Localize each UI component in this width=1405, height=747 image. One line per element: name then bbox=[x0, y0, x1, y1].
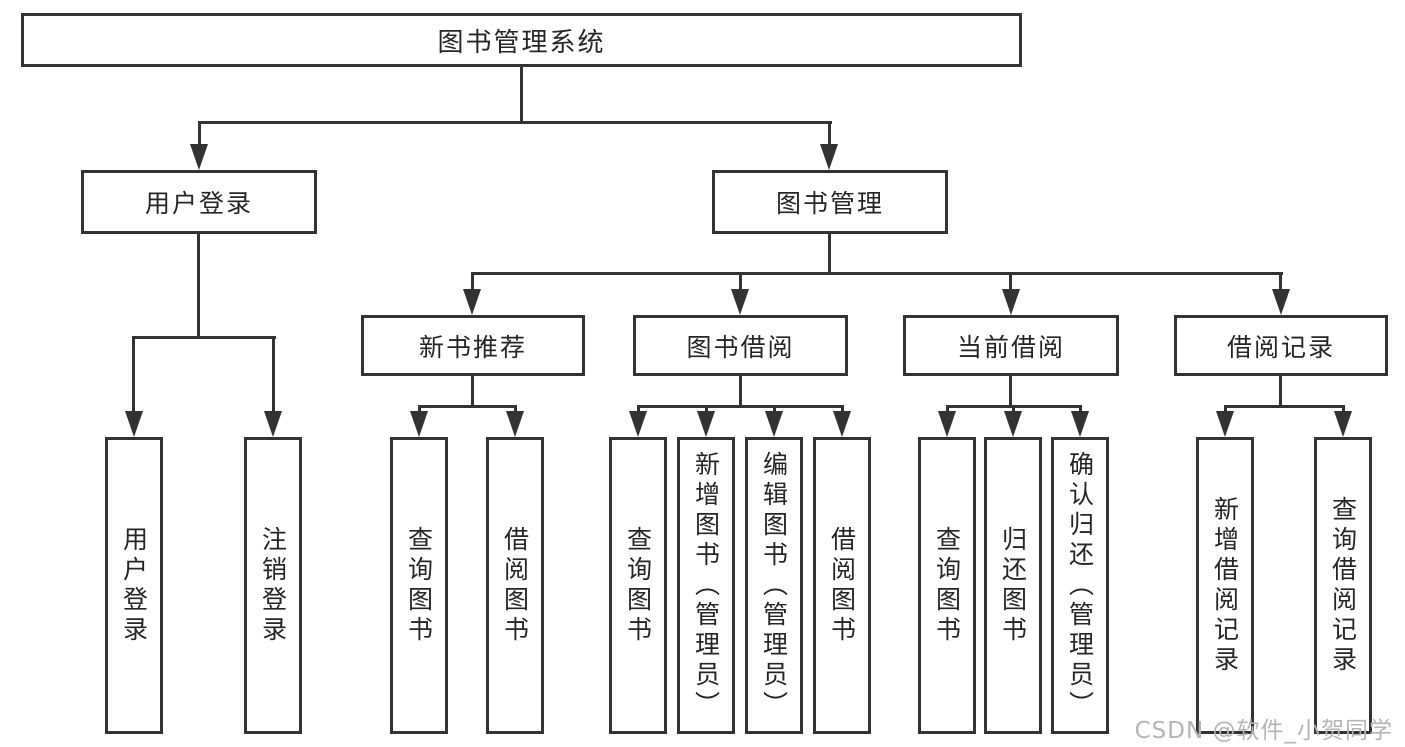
leaf-borrow-books-2: 借阅图书 bbox=[813, 437, 871, 734]
connector-to-book-management bbox=[828, 121, 831, 149]
node-label: 图书管理 bbox=[775, 189, 884, 218]
node-label: 新书推荐 bbox=[418, 332, 527, 362]
connector-to-user-login-leaf bbox=[132, 336, 135, 413]
connector-new-book-recommend-hline bbox=[418, 405, 517, 408]
arrow-down-icon bbox=[190, 144, 208, 170]
arrow-down-icon bbox=[629, 411, 647, 437]
node-label: 当前借阅 bbox=[956, 332, 1065, 362]
leaf-edit-books-admin: 编辑图书（管理员） bbox=[745, 437, 803, 734]
node-new-book-recommend: 新书推荐 bbox=[361, 315, 585, 376]
node-current-borrow: 当前借阅 bbox=[903, 315, 1119, 376]
leaf-label: 借阅图书 bbox=[827, 525, 857, 646]
connector-root-hline bbox=[198, 121, 832, 124]
node-label: 图书借阅 bbox=[686, 332, 795, 362]
leaf-borrow-books-1: 借阅图书 bbox=[486, 437, 544, 734]
connector-to-new-book-recommend bbox=[471, 272, 474, 292]
arrow-down-icon bbox=[1002, 289, 1020, 315]
arrow-down-icon bbox=[697, 411, 715, 437]
leaf-label: 用户登录 bbox=[119, 525, 149, 646]
connector-to-book-borrow bbox=[739, 272, 742, 292]
connector-to-user-login bbox=[198, 121, 201, 149]
node-book-borrow: 图书借阅 bbox=[633, 315, 848, 376]
arrow-down-icon bbox=[765, 411, 783, 437]
arrow-down-icon bbox=[1334, 411, 1352, 437]
connector-leaf-stem bbox=[418, 405, 421, 414]
node-label: 用户登录 bbox=[144, 189, 253, 218]
leaf-add-books-admin: 新增图书（管理员） bbox=[677, 437, 735, 734]
arrow-down-icon bbox=[1004, 411, 1022, 437]
csdn-watermark: CSDN @软件_小贺同学 bbox=[1134, 718, 1393, 744]
connector-borrow-records-hline bbox=[1224, 405, 1345, 408]
connector-to-current-borrow bbox=[1009, 272, 1012, 292]
connector-leaf-stem bbox=[946, 405, 949, 414]
connector-leaf-stem bbox=[841, 405, 844, 414]
connector-root-stem bbox=[520, 67, 523, 124]
leaf-label: 借阅图书 bbox=[500, 525, 530, 646]
leaf-label: 查询图书 bbox=[623, 525, 653, 646]
arrow-down-icon bbox=[833, 411, 851, 437]
leaf-query-borrow-record: 查询借阅记录 bbox=[1314, 437, 1372, 734]
leaf-label: 编辑图书（管理员） bbox=[759, 450, 789, 721]
connector-to-logout-leaf bbox=[272, 336, 275, 413]
node-library-management-system: 图书管理系统 bbox=[21, 13, 1022, 67]
connector-book-borrow-stem bbox=[739, 376, 742, 407]
leaf-label: 新增借阅记录 bbox=[1210, 495, 1240, 676]
arrow-down-icon bbox=[1272, 289, 1290, 315]
leaf-user-login: 用户登录 bbox=[105, 437, 163, 734]
arrow-down-icon bbox=[506, 411, 524, 437]
node-label: 图书管理系统 bbox=[437, 27, 606, 58]
leaf-query-books-3: 查询图书 bbox=[918, 437, 976, 734]
connector-new-book-recommend-stem bbox=[471, 376, 474, 407]
arrow-down-icon bbox=[820, 144, 838, 170]
node-label: 借阅记录 bbox=[1226, 332, 1335, 362]
node-user-login: 用户登录 bbox=[81, 170, 317, 234]
node-book-management: 图书管理 bbox=[712, 170, 948, 234]
leaf-label: 新增图书（管理员） bbox=[691, 450, 721, 721]
connector-book-management-hline bbox=[471, 272, 1283, 275]
connector-leaf-stem bbox=[1342, 405, 1345, 414]
arrow-down-icon bbox=[731, 289, 749, 315]
connector-user-login-hline bbox=[132, 336, 276, 339]
leaf-label: 确认归还（管理员） bbox=[1065, 450, 1095, 721]
arrow-down-icon bbox=[938, 411, 956, 437]
connector-borrow-records-stem bbox=[1279, 376, 1282, 407]
connector-book-borrow-hline bbox=[637, 405, 844, 408]
connector-leaf-stem bbox=[705, 405, 708, 414]
leaf-query-books-2: 查询图书 bbox=[609, 437, 667, 734]
leaf-logout: 注销登录 bbox=[244, 437, 302, 734]
connector-leaf-stem bbox=[1012, 405, 1015, 414]
arrow-down-icon bbox=[125, 411, 143, 437]
leaf-query-books-1: 查询图书 bbox=[390, 437, 448, 734]
arrow-down-icon bbox=[463, 289, 481, 315]
connector-leaf-stem bbox=[637, 405, 640, 414]
leaf-label: 查询图书 bbox=[932, 525, 962, 646]
arrow-down-icon bbox=[1071, 411, 1089, 437]
leaf-return-books: 归还图书 bbox=[984, 437, 1042, 734]
leaf-label: 注销登录 bbox=[258, 525, 288, 646]
arrow-down-icon bbox=[410, 411, 428, 437]
connector-leaf-stem bbox=[1079, 405, 1082, 414]
arrow-down-icon bbox=[264, 411, 282, 437]
leaf-add-borrow-record: 新增借阅记录 bbox=[1196, 437, 1254, 734]
leaf-label: 归还图书 bbox=[998, 525, 1028, 646]
connector-leaf-stem bbox=[514, 405, 517, 414]
connector-book-management-stem bbox=[828, 234, 831, 275]
leaf-label: 查询图书 bbox=[404, 525, 434, 646]
arrow-down-icon bbox=[1216, 411, 1234, 437]
node-borrow-records: 借阅记录 bbox=[1174, 315, 1388, 376]
connector-user-login-stem bbox=[197, 234, 200, 339]
connector-leaf-stem bbox=[1224, 405, 1227, 414]
connector-current-borrow-stem bbox=[1009, 376, 1012, 407]
connector-leaf-stem bbox=[773, 405, 776, 414]
leaf-confirm-return-admin: 确认归还（管理员） bbox=[1051, 437, 1109, 734]
connector-to-borrow-records bbox=[1279, 272, 1282, 292]
leaf-label: 查询借阅记录 bbox=[1328, 495, 1358, 676]
